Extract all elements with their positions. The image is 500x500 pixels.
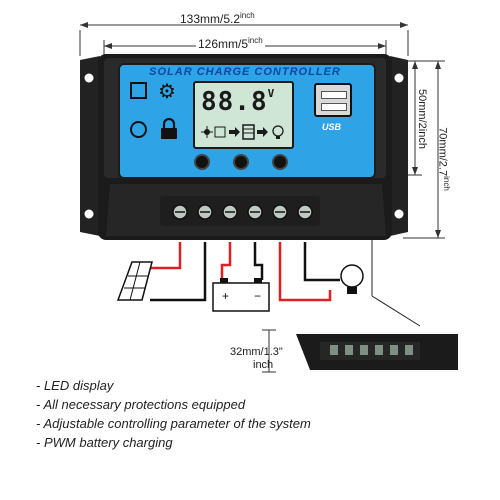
battery-icon: + − [212, 278, 270, 312]
mcu-icon [130, 82, 147, 99]
terminal-screw-6 [297, 204, 313, 220]
feature-item: PWM battery charging [36, 433, 311, 452]
feature-item: Adjustable controlling parameter of the … [36, 414, 310, 433]
terminal-screw-3 [222, 204, 238, 220]
light-bulb-icon [340, 264, 364, 294]
hole-spacing-label: 126mm/5inch [196, 36, 265, 51]
svg-text:−: − [254, 289, 261, 303]
solar-panel-icon [116, 261, 153, 301]
svg-text:+: + [222, 289, 229, 303]
side-depth-label: 32mm/1.3" [230, 346, 283, 358]
overall-width-label: 133mm/5.2inch [180, 11, 255, 26]
feature-item: LED display [36, 376, 311, 395]
terminal-screw-5 [272, 204, 288, 220]
lcd-display: 88.8V [193, 81, 294, 149]
usb-port-icon[interactable] [314, 83, 352, 117]
lcd-reading: 88.8V [201, 87, 276, 117]
terminal-screw-4 [247, 204, 263, 220]
terminal-screw-1 [172, 204, 188, 220]
button-minus[interactable] [233, 154, 249, 170]
controller-side-view [296, 334, 458, 370]
gear-icon: ⚙ [158, 81, 176, 103]
controller-title: SOLAR CHARGE CONTROLLER [149, 66, 341, 78]
button-menu[interactable] [194, 154, 210, 170]
feature-list: LED display All necessary protections eq… [36, 376, 311, 452]
feature-item: All necessary protections equipped [36, 395, 311, 414]
side-depth-unit: inch [253, 359, 274, 371]
lcd-status-icons [201, 124, 284, 140]
usb-label: USB [322, 122, 342, 132]
terminal-screw-2 [197, 204, 213, 220]
wiring-diagram [150, 242, 340, 302]
timer-icon [130, 121, 147, 138]
lcd-sun-icon [201, 126, 213, 138]
lock-icon [161, 118, 177, 139]
button-plus[interactable] [272, 154, 288, 170]
